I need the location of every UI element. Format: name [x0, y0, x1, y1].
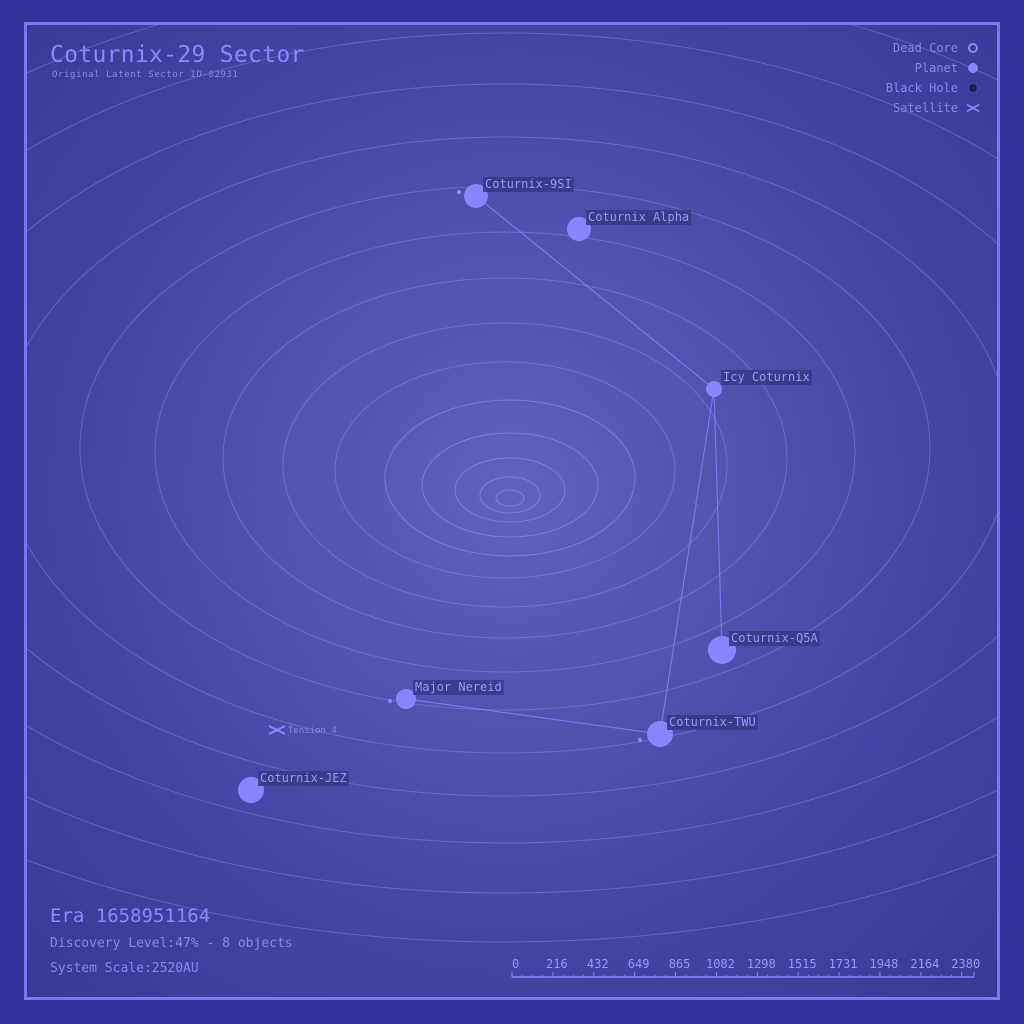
- planet-label-background: [258, 771, 349, 786]
- planet-label: Coturnix Alpha: [588, 210, 689, 224]
- planet-icon: [567, 217, 591, 241]
- orbit-ring: [282, 322, 728, 608]
- dead-core-icon: [966, 42, 980, 54]
- planet-label: Major Nereid: [415, 680, 502, 694]
- planet-label-background: [483, 177, 574, 192]
- planet-icon: [464, 184, 488, 208]
- orbit-ring: [421, 432, 599, 538]
- planet-label-background: [721, 370, 812, 385]
- planet-icon: [966, 62, 980, 74]
- route-line: [475, 195, 715, 390]
- scale-tick-label: 1515: [788, 957, 817, 971]
- planet-label: Coturnix-9SI: [485, 177, 572, 191]
- orbit-ring: [479, 476, 541, 514]
- planet-icon: [647, 721, 673, 747]
- orbit-ring: [27, 854, 997, 943]
- planet-icon: [396, 689, 416, 709]
- scale-tick-label: 432: [587, 957, 609, 971]
- planet-icon: [706, 381, 722, 397]
- planet-coturnix-twu[interactable]: Coturnix-TWU: [637, 715, 758, 747]
- moon-icon: [637, 737, 643, 743]
- planet-coturnix-q5a[interactable]: Coturnix-Q5A: [708, 631, 820, 664]
- legend-label: Planet: [914, 61, 958, 75]
- orbit-rings: [27, 25, 997, 943]
- orbit-ring: [27, 25, 997, 894]
- scale-tick-label: 216: [546, 957, 568, 971]
- scale-tick-label: 1298: [747, 957, 776, 971]
- orbit-ring: [222, 277, 788, 639]
- legend-label: Satellite: [892, 101, 958, 115]
- planet-coturnix-9si[interactable]: Coturnix-9SI: [456, 177, 574, 208]
- scale-tick-label: 0: [512, 957, 519, 971]
- era-readout: Era 1658951164: [50, 905, 211, 927]
- planet-label-background: [586, 210, 692, 225]
- legend-item-planet: Planet: [886, 58, 980, 78]
- planet-label-background: [413, 680, 504, 695]
- planet-major-nereid[interactable]: Major Nereid: [387, 680, 504, 709]
- planet-label: Coturnix-JEZ: [260, 771, 347, 785]
- scale-tick-label: 2164: [910, 957, 939, 971]
- planet-label-background: [729, 631, 820, 646]
- planet-label-background: [667, 715, 758, 730]
- orbit-ring: [384, 399, 636, 557]
- sector-id-subtitle: Original Latent Sector ID-82931: [52, 70, 239, 80]
- orbit-ring: [334, 361, 676, 579]
- moon-icon: [387, 698, 393, 704]
- orbit-ring: [27, 136, 997, 754]
- orbit-ring: [27, 83, 997, 797]
- scale-tick-label: 1731: [829, 957, 858, 971]
- satellite-marker[interactable]: Tension 4: [268, 725, 337, 736]
- planet-label: Coturnix-Q5A: [731, 631, 818, 645]
- legend-item-dead-core: Dead Core: [886, 38, 980, 58]
- satellite-icon: [966, 102, 980, 114]
- scale-tick-label: 865: [669, 957, 691, 971]
- satellite-label: Tension 4: [288, 726, 337, 736]
- planet-label: Coturnix-TWU: [669, 715, 756, 729]
- moon-icon: [456, 189, 462, 195]
- scale-tick-label: 1948: [870, 957, 899, 971]
- legend-item-satellite: Satellite: [886, 98, 980, 118]
- route-line: [405, 698, 661, 735]
- planet-icon: [238, 777, 264, 803]
- planet-icy-coturnix[interactable]: Icy Coturnix: [706, 370, 812, 397]
- scale-tick-label: 649: [628, 957, 650, 971]
- sector-title: Coturnix-29 Sector: [50, 42, 305, 68]
- route-line: [713, 388, 723, 651]
- orbit-ring: [454, 457, 566, 523]
- planet-label: Icy Coturnix: [723, 370, 810, 384]
- discovery-level-readout: Discovery Level:47% - 8 objects: [50, 936, 293, 951]
- black-hole-icon: [966, 82, 980, 94]
- map-legend: Dead Core Planet Black Hole Satellite: [886, 38, 980, 118]
- route-line: [659, 388, 715, 735]
- route-lines: [405, 195, 723, 735]
- orbit-ring: [27, 32, 997, 844]
- scale-tick-label: 1082: [706, 957, 735, 971]
- distance-scale-bar: 0 216 432 649 865 1082 1298 1515 1731 1948 2164 238…: [511, 957, 980, 978]
- legend-item-black-hole: Black Hole: [886, 78, 980, 98]
- scale-tick-label: 2380: [951, 957, 980, 971]
- orbit-ring: [154, 231, 856, 673]
- legend-label: Black Hole: [885, 81, 958, 95]
- satellite-body: [275, 728, 279, 732]
- legend-label: Dead Core: [892, 41, 958, 55]
- orbit-ring: [495, 489, 525, 507]
- planet-coturnix-jez[interactable]: Coturnix-JEZ: [238, 771, 349, 803]
- planet-coturnix-alpha[interactable]: Coturnix Alpha: [567, 210, 692, 241]
- system-scale-readout: System Scale:2520AU: [50, 961, 199, 976]
